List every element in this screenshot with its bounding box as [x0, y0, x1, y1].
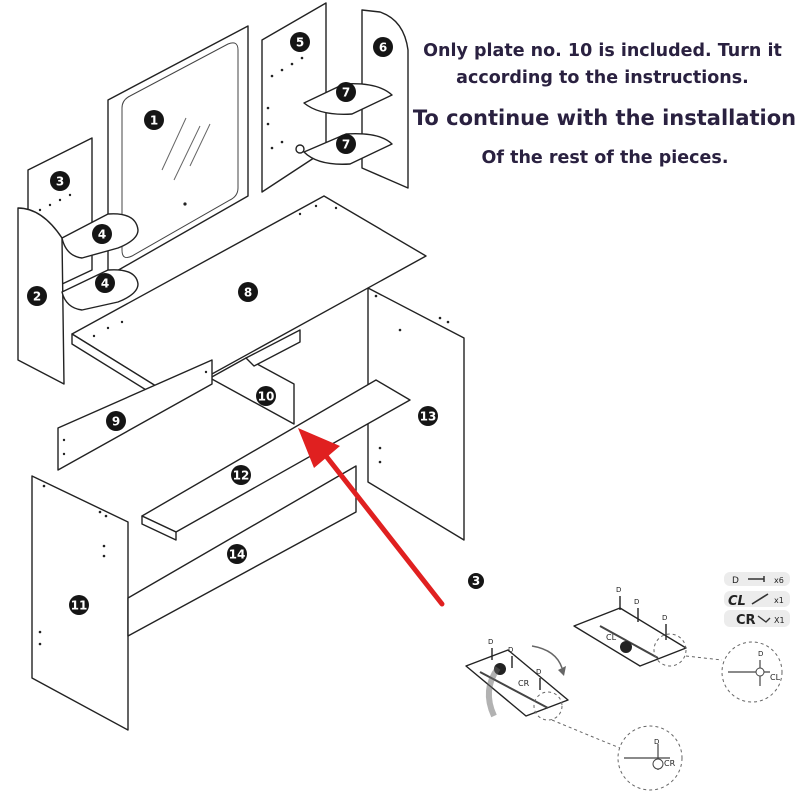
badge-12: 12 [231, 465, 251, 485]
panel-5-holes [266, 56, 304, 150]
plate-a [573, 607, 687, 667]
mirror-1-glass [121, 42, 239, 258]
badge-7b: 7 [336, 134, 356, 154]
screws-a [619, 596, 667, 640]
badge-3: 3 [50, 171, 70, 191]
bracket-cr-icon [757, 615, 771, 623]
badge-4b: 4 [95, 273, 115, 293]
svg-text:X1: X1 [774, 616, 785, 625]
legend-row-cr [724, 610, 790, 627]
svg-text:CR: CR [518, 679, 530, 688]
svg-text:5: 5 [296, 36, 304, 50]
step-number-badge: 3 [468, 573, 484, 589]
svg-text:2: 2 [33, 290, 41, 304]
svg-text:11: 11 [71, 599, 88, 613]
svg-text:12: 12 [233, 469, 250, 483]
svg-text:D: D [654, 738, 659, 746]
legend-row-cl [724, 591, 790, 607]
svg-text:CR: CR [736, 613, 756, 628]
svg-text:D: D [662, 614, 667, 622]
svg-text:3: 3 [56, 175, 64, 189]
svg-text:D: D [758, 650, 763, 658]
badge-8: 8 [238, 282, 258, 302]
badge-10: 10 [256, 386, 276, 406]
screw-icon [748, 576, 765, 582]
mirror-1-reflection [161, 117, 211, 181]
svg-text:x6: x6 [774, 576, 784, 585]
rotate-arrow [531, 645, 563, 669]
svg-text:8: 8 [244, 286, 252, 300]
svg-text:10: 10 [622, 644, 631, 652]
panel-9 [57, 359, 213, 471]
svg-text:D: D [616, 586, 621, 594]
badge-4a: 4 [92, 224, 112, 244]
detail-b [617, 725, 683, 791]
plate-b [465, 649, 569, 717]
pointer-arrow-head [298, 428, 340, 468]
svg-text:6: 6 [379, 41, 387, 55]
bracket-cl-icon [751, 593, 769, 605]
svg-text:D: D [536, 668, 541, 676]
svg-text:CL: CL [770, 673, 781, 682]
badge-7a: 7 [336, 82, 356, 102]
svg-text:14: 14 [229, 548, 246, 562]
svg-text:D: D [634, 598, 639, 606]
svg-text:CR: CR [664, 759, 676, 768]
instruction-line-2: To continue with the installation [412, 106, 797, 130]
svg-text:13: 13 [420, 410, 437, 424]
svg-text:4: 4 [98, 228, 106, 242]
screws-b [491, 648, 541, 690]
rotate-arc [485, 666, 501, 718]
badge-1: 1 [144, 110, 164, 130]
badge-9: 9 [106, 411, 126, 431]
panel-10-side [245, 329, 301, 367]
svg-text:x1: x1 [774, 596, 784, 605]
badge-14: 14 [227, 544, 247, 564]
svg-text:10: 10 [258, 390, 275, 404]
svg-text:1: 1 [150, 114, 158, 128]
instruction-line-1: Only plate no. 10 is included. Turn it a… [423, 41, 782, 88]
svg-text:4: 4 [101, 277, 109, 291]
svg-text:CL: CL [606, 633, 617, 642]
detail-a [721, 641, 783, 703]
svg-text:D: D [488, 638, 493, 646]
svg-text:9: 9 [112, 415, 120, 429]
instruction-line-3: Of the rest of the pieces. [481, 148, 729, 168]
svg-text:D: D [508, 646, 513, 654]
badge-6: 6 [373, 37, 393, 57]
pointer-arrow-shaft [323, 453, 445, 607]
panel-10 [209, 357, 295, 425]
svg-text:D: D [732, 576, 739, 586]
svg-text:7: 7 [342, 138, 350, 152]
svg-text:7: 7 [342, 86, 350, 100]
badge-2: 2 [27, 286, 47, 306]
badge-13: 13 [418, 406, 438, 426]
badge-5: 5 [290, 32, 310, 52]
badge-11: 11 [69, 595, 89, 615]
svg-text:3: 3 [472, 574, 480, 588]
knob [295, 144, 305, 154]
svg-text:CL: CL [728, 594, 746, 609]
